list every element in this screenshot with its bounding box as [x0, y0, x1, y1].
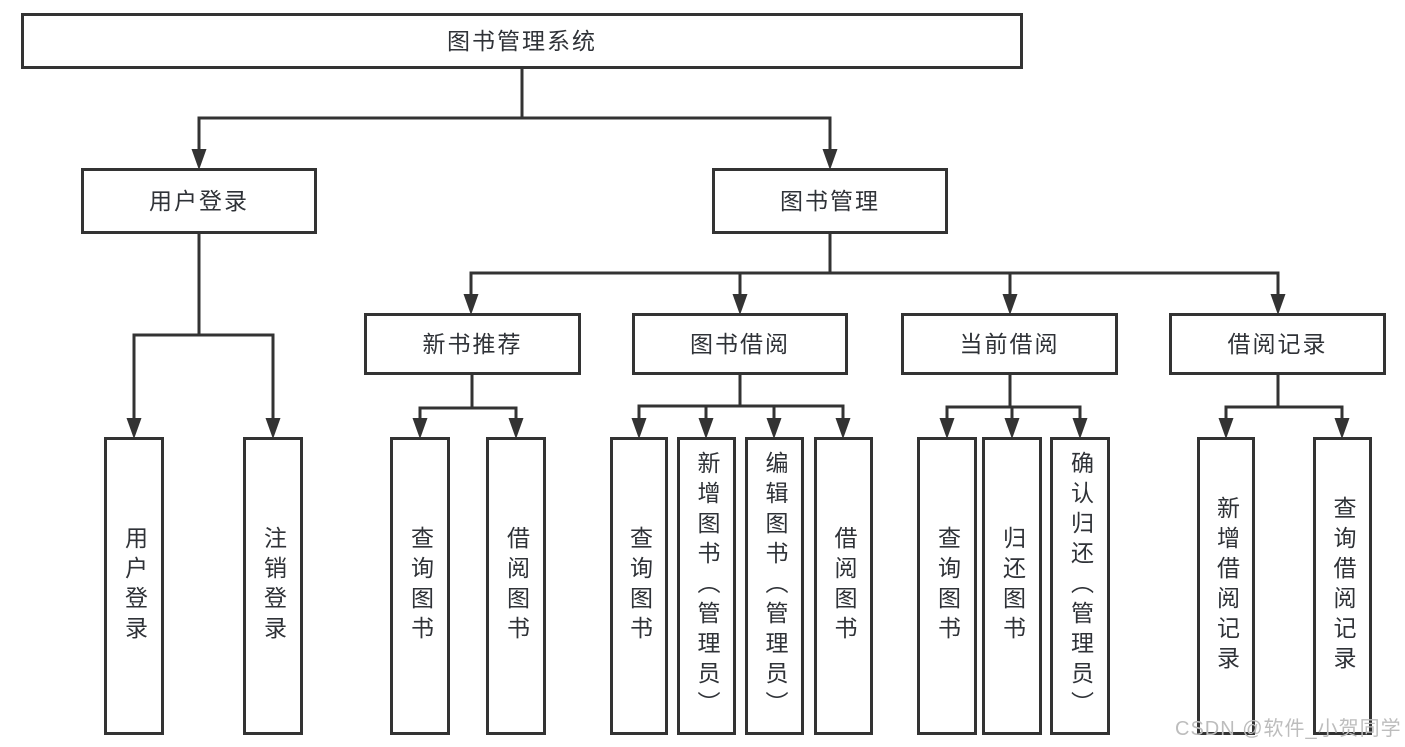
leaf-nbr-query-books-label: 查询图书	[407, 526, 434, 646]
leaf-bb-add-books-admin: 新增图书（管理员）	[677, 437, 736, 735]
leaf-cb-query-books-label: 查询图书	[934, 526, 961, 646]
leaf-user-login: 用户登录	[104, 437, 164, 735]
node-book-borrowing: 图书借阅	[632, 313, 848, 375]
leaf-nbr-borrow-books-label: 借阅图书	[503, 526, 530, 646]
node-book-borrowing-label: 图书借阅	[690, 330, 790, 357]
watermark: CSDN @软件_小贺同学	[1175, 718, 1402, 740]
node-user-login-label: 用户登录	[149, 187, 249, 214]
leaf-bb-query-books: 查询图书	[610, 437, 668, 735]
leaf-bb-edit-books-admin-label: 编辑图书（管理员）	[762, 451, 788, 721]
leaf-cb-query-books: 查询图书	[917, 437, 977, 735]
leaf-logout: 注销登录	[243, 437, 303, 735]
node-user-login: 用户登录	[81, 168, 317, 234]
leaf-cb-return-books: 归还图书	[982, 437, 1042, 735]
node-new-book-recommend-label: 新书推荐	[422, 330, 523, 357]
leaf-cb-confirm-return-admin-label: 确认归还（管理员）	[1067, 451, 1094, 721]
leaf-cb-return-books-label: 归还图书	[999, 526, 1026, 646]
node-current-borrowing: 当前借阅	[901, 313, 1118, 375]
leaf-nbr-query-books: 查询图书	[390, 437, 450, 735]
leaf-br-add-record-label: 新增借阅记录	[1213, 496, 1240, 676]
leaf-br-query-record: 查询借阅记录	[1313, 437, 1372, 735]
node-book-management: 图书管理	[712, 168, 948, 234]
leaf-bb-borrow-books-label: 借阅图书	[831, 526, 857, 646]
node-borrowing-records: 借阅记录	[1169, 313, 1386, 375]
node-current-borrowing-label: 当前借阅	[959, 330, 1060, 357]
node-borrowing-records-label: 借阅记录	[1227, 330, 1328, 357]
node-library-management-system-label: 图书管理系统	[447, 27, 597, 54]
leaf-cb-confirm-return-admin: 确认归还（管理员）	[1050, 437, 1110, 735]
node-new-book-recommend: 新书推荐	[364, 313, 581, 375]
leaf-user-login-label: 用户登录	[121, 526, 148, 646]
node-library-management-system: 图书管理系统	[21, 13, 1023, 69]
leaf-br-query-record-label: 查询借阅记录	[1330, 496, 1356, 676]
leaf-bb-borrow-books: 借阅图书	[814, 437, 873, 735]
leaf-bb-add-books-admin-label: 新增图书（管理员）	[694, 451, 720, 721]
leaf-bb-edit-books-admin: 编辑图书（管理员）	[745, 437, 804, 735]
leaf-nbr-borrow-books: 借阅图书	[486, 437, 546, 735]
leaf-bb-query-books-label: 查询图书	[626, 526, 653, 646]
node-book-management-label: 图书管理	[780, 187, 880, 214]
leaf-logout-label: 注销登录	[260, 526, 287, 646]
leaf-br-add-record: 新增借阅记录	[1197, 437, 1255, 735]
